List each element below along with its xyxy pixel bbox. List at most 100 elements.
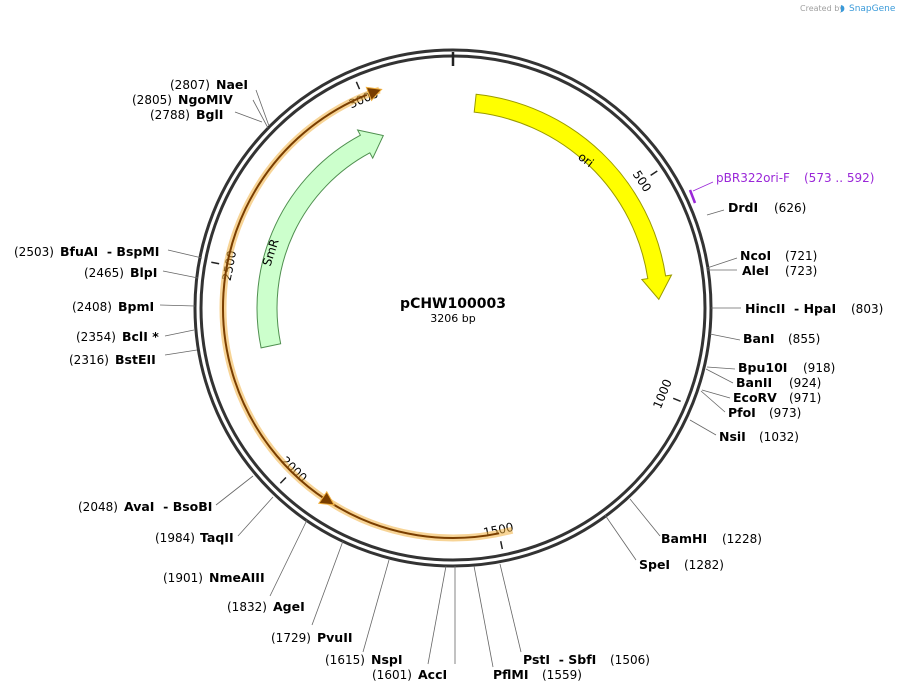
site-bgli-pos: (2788) xyxy=(150,108,190,122)
site-avai-bsobi[interactable]: (2048) AvaI - BsoBI xyxy=(78,499,212,514)
primer-leader xyxy=(692,181,714,192)
site-ngomiv-pos: (2805) xyxy=(132,93,172,107)
site-nsii-pos: (1032) xyxy=(759,430,799,444)
site-taqii[interactable]: (1984) TaqII xyxy=(155,530,234,545)
site-bani-name: BanI xyxy=(743,331,775,346)
site-banii[interactable]: BanII (924) xyxy=(736,375,821,390)
site-acci[interactable]: (1601) AccI xyxy=(372,667,447,682)
site-ngomiv[interactable]: (2805) NgoMIV xyxy=(132,92,233,107)
site-bpmi[interactable]: (2408) BpmI xyxy=(72,299,154,314)
site-pfoi-pos: (973) xyxy=(769,406,801,420)
primer-name: pBR322ori-F xyxy=(716,171,790,185)
primer-pbr322ori-f[interactable]: pBR322ori-F (573 .. 592) xyxy=(688,171,874,204)
snapgene-logo: ◗ xyxy=(840,4,845,14)
site-bgli-name: BglI xyxy=(196,107,223,122)
credit-created-by: Created by xyxy=(800,4,844,13)
feature-ori[interactable]: ori xyxy=(473,93,673,301)
scale-tick xyxy=(499,541,504,550)
scale-tick xyxy=(211,261,220,265)
credit-brand: SnapGene xyxy=(849,4,896,14)
site-hincii-hpai[interactable]: HincII - HpaI (803) xyxy=(745,301,883,316)
site-agei[interactable]: (1832) AgeI xyxy=(227,599,305,614)
site-nspi-name: NspI xyxy=(371,652,403,667)
site-nsii-name: NsiI xyxy=(719,429,746,444)
site-banii-pos: (924) xyxy=(789,376,821,390)
site-leader-lines xyxy=(159,89,741,668)
site-bcli-name: BclI * xyxy=(122,329,159,344)
site-ngomiv-name: NgoMIV xyxy=(178,92,233,107)
site-agei-name: AgeI xyxy=(273,599,305,614)
site-ncoi-pos: (721) xyxy=(785,249,817,263)
site-taqii-pos: (1984) xyxy=(155,531,195,545)
site-nspi-pos: (1615) xyxy=(325,653,365,667)
site-spei[interactable]: SpeI (1282) xyxy=(639,557,724,572)
site-bpmi-pos: (2408) xyxy=(72,300,112,314)
site-pflmi[interactable]: PflMI (1559) xyxy=(493,667,582,682)
site-nspi[interactable]: (1615) NspI xyxy=(325,652,403,667)
site-bpu10i[interactable]: Bpu10I (918) xyxy=(738,360,835,375)
snapgene-credit: Created by ◗ SnapGene xyxy=(800,4,896,14)
site-hincii-hpai-name: HincII - HpaI xyxy=(745,301,836,316)
site-psti-sbfi-name: PstI - SbfI xyxy=(523,652,596,667)
site-nmeaiii-pos: (1901) xyxy=(163,571,203,585)
site-alei[interactable]: AleI (723) xyxy=(742,263,817,278)
site-drdi-pos: (626) xyxy=(774,201,806,215)
site-blpi-pos: (2465) xyxy=(84,266,124,280)
site-avai-bsobi-name: AvaI - BsoBI xyxy=(124,499,212,514)
site-psti-sbfi-pos: (1506) xyxy=(610,653,650,667)
site-bani[interactable]: BanI (855) xyxy=(743,331,820,346)
feature-orange-arc[interactable] xyxy=(219,86,514,542)
site-bcli-pos: (2354) xyxy=(76,330,116,344)
site-nsii[interactable]: NsiI (1032) xyxy=(719,429,799,444)
site-bpu10i-name: Bpu10I xyxy=(738,360,787,375)
site-ecorv[interactable]: EcoRV (971) xyxy=(733,390,821,405)
site-pvuii-name: PvuII xyxy=(317,630,353,645)
plasmid-name: pCHW100003 xyxy=(400,296,506,312)
site-bgli[interactable]: (2788) BglI xyxy=(150,107,223,122)
site-drdi-name: DrdI xyxy=(728,200,758,215)
site-banii-name: BanII xyxy=(736,375,772,390)
site-psti-sbfi[interactable]: PstI - SbfI (1506) xyxy=(523,652,650,667)
scale-tick xyxy=(279,476,287,484)
site-acci-pos: (1601) xyxy=(372,668,412,682)
site-bamhi-name: BamHI xyxy=(661,531,707,546)
site-bani-pos: (855) xyxy=(788,332,820,346)
site-bpu10i-pos: (918) xyxy=(803,361,835,375)
site-alei-pos: (723) xyxy=(785,264,817,278)
scale-tick-label: 1000 xyxy=(650,377,675,411)
feature-smr[interactable]: SmR xyxy=(256,129,385,349)
site-spei-name: SpeI xyxy=(639,557,670,572)
site-naei[interactable]: (2807) NaeI xyxy=(170,77,248,92)
site-bpmi-name: BpmI xyxy=(118,299,154,314)
site-pflmi-pos: (1559) xyxy=(542,668,582,682)
site-ncoi-name: NcoI xyxy=(740,248,771,263)
site-agei-pos: (1832) xyxy=(227,600,267,614)
site-ncoi[interactable]: NcoI (721) xyxy=(740,248,817,263)
site-blpi[interactable]: (2465) BlpI xyxy=(84,265,157,280)
site-bsteii-name: BstEII xyxy=(115,352,156,367)
site-pfoi[interactable]: PfoI (973) xyxy=(728,405,801,420)
site-bamhi[interactable]: BamHI (1228) xyxy=(661,531,762,546)
scale-tick xyxy=(650,170,658,177)
site-spei-pos: (1282) xyxy=(684,558,724,572)
site-pvuii[interactable]: (1729) PvuII xyxy=(271,630,353,645)
site-naei-pos: (2807) xyxy=(170,78,210,92)
site-bfuai-bspmi[interactable]: (2503) BfuAI - BspMI xyxy=(14,244,159,259)
site-ecorv-name: EcoRV xyxy=(733,390,777,405)
site-taqii-name: TaqII xyxy=(200,530,234,545)
site-bsteii-pos: (2316) xyxy=(69,353,109,367)
site-ecorv-pos: (971) xyxy=(789,391,821,405)
scale-tick xyxy=(672,397,681,402)
site-bfuai-bspmi-pos: (2503) xyxy=(14,245,54,259)
site-drdi[interactable]: DrdI (626) xyxy=(728,200,806,215)
site-bcli[interactable]: (2354) BclI * xyxy=(76,329,159,344)
primer-range: (573 .. 592) xyxy=(804,171,874,185)
site-blpi-name: BlpI xyxy=(130,265,157,280)
scale-tick xyxy=(355,81,361,90)
site-nmeaiii[interactable]: (1901) NmeAIII xyxy=(163,570,265,585)
site-bamhi-pos: (1228) xyxy=(722,532,762,546)
primer-mark xyxy=(688,189,697,204)
site-bsteii[interactable]: (2316) BstEII xyxy=(69,352,156,367)
site-bfuai-bspmi-name: BfuAI - BspMI xyxy=(60,244,159,259)
